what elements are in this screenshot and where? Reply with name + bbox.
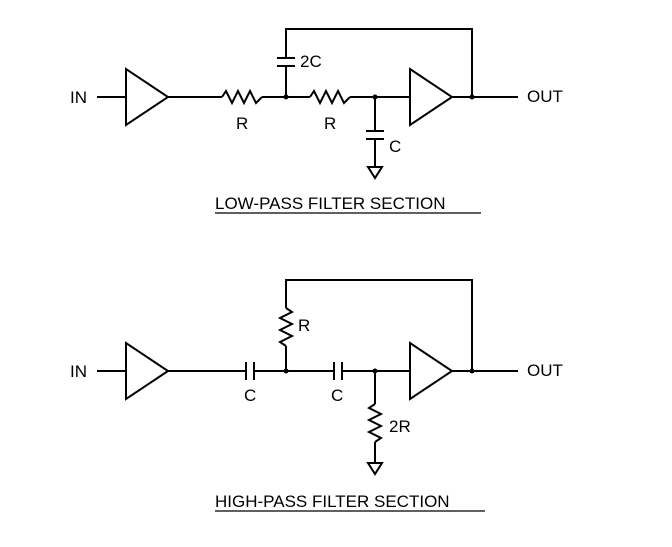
highpass-c1-label: C: [244, 386, 256, 405]
lowpass-resistor-2: [309, 88, 351, 106]
lowpass-input-buffer: [125, 67, 170, 127]
highpass-section: IN C C R 2R OUT HIGH-PASS FILTER SECTION: [70, 279, 563, 512]
lowpass-in-label: IN: [70, 88, 87, 107]
highpass-in-label: IN: [70, 362, 87, 381]
highpass-c2-label: C: [331, 386, 343, 405]
lowpass-r2-label: R: [324, 114, 336, 133]
lowpass-title: LOW-PASS FILTER SECTION: [215, 194, 445, 213]
highpass-out-label: OUT: [527, 361, 563, 380]
lowpass-cg-label: C: [389, 137, 401, 156]
lowpass-resistor-1: [221, 88, 263, 106]
highpass-title: HIGH-PASS FILTER SECTION: [215, 492, 450, 511]
highpass-input-buffer: [125, 341, 170, 401]
lowpass-output-buffer: [409, 67, 454, 127]
lowpass-out-label: OUT: [527, 87, 563, 106]
highpass-feedback-wire: [285, 279, 473, 371]
lowpass-cfb-label: 2C: [300, 52, 322, 71]
highpass-ground-icon: [366, 462, 384, 476]
highpass-resistor-ground: [366, 403, 384, 443]
lowpass-feedback-wire: [285, 28, 473, 97]
lowpass-section: IN R R 2C C OUT LOW-PASS FILTER SECTION: [70, 28, 563, 214]
lowpass-r1-label: R: [236, 114, 248, 133]
lowpass-ground-icon: [366, 166, 384, 180]
lowpass-node-out: [469, 94, 475, 100]
highpass-node-out: [469, 368, 475, 374]
highpass-output-buffer: [409, 341, 454, 401]
highpass-rg-label: 2R: [389, 417, 411, 436]
highpass-rfb-label: R: [298, 316, 310, 335]
highpass-resistor-feedback: [277, 307, 295, 347]
